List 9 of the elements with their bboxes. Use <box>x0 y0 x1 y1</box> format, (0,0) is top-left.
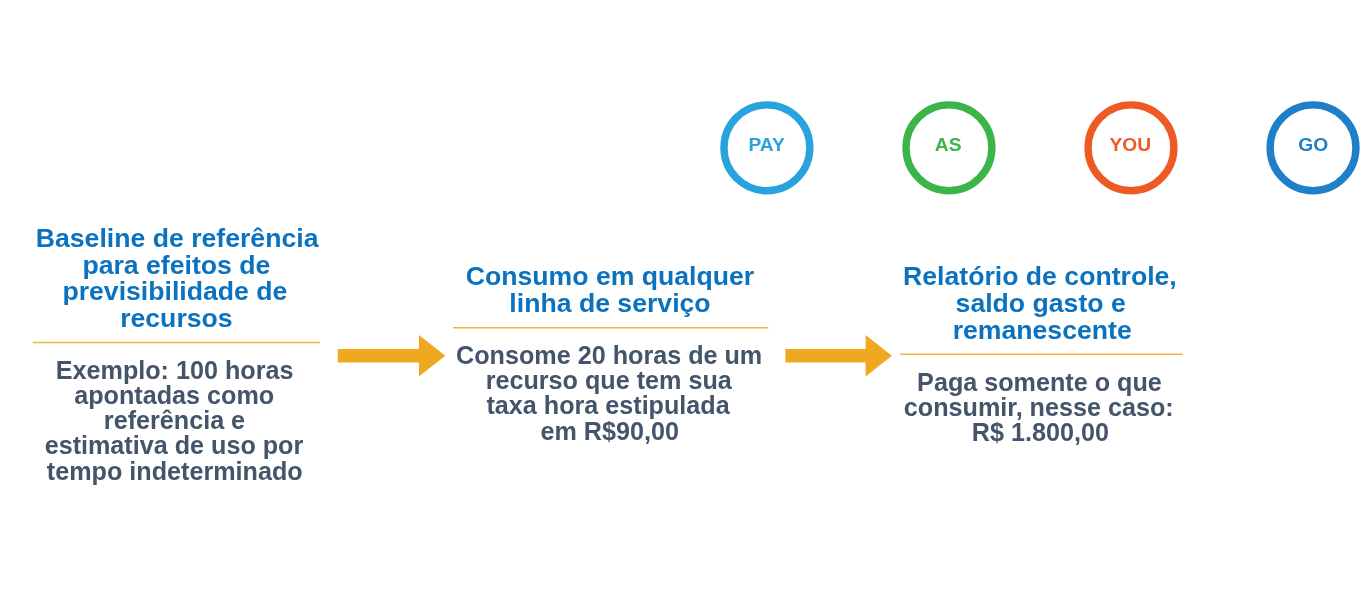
node-circle: PAY <box>720 101 814 195</box>
node-text: Baseline de referência para efeitos de previsibilidade de recursos Exemplo: 100 horas apontadas como referência e estimativa de uso por tempo indeterminado <box>35 222 319 485</box>
node-circle: YOU <box>1084 101 1178 195</box>
node-text: Consumo em qualquer linha de serviço Consome 20 horas de um recurso que tem sua taxa hora estipulada em R$90,00 <box>456 261 763 445</box>
node-circle: GO <box>1266 101 1360 195</box>
arrow <box>337 335 446 377</box>
arrow <box>785 335 892 377</box>
node-circle: AS <box>902 101 996 195</box>
node-text: Relatório de controle, saldo gasto e remanescente Paga somente o que consumir, nesse caso: R$ 1.800,00 <box>903 261 1177 447</box>
